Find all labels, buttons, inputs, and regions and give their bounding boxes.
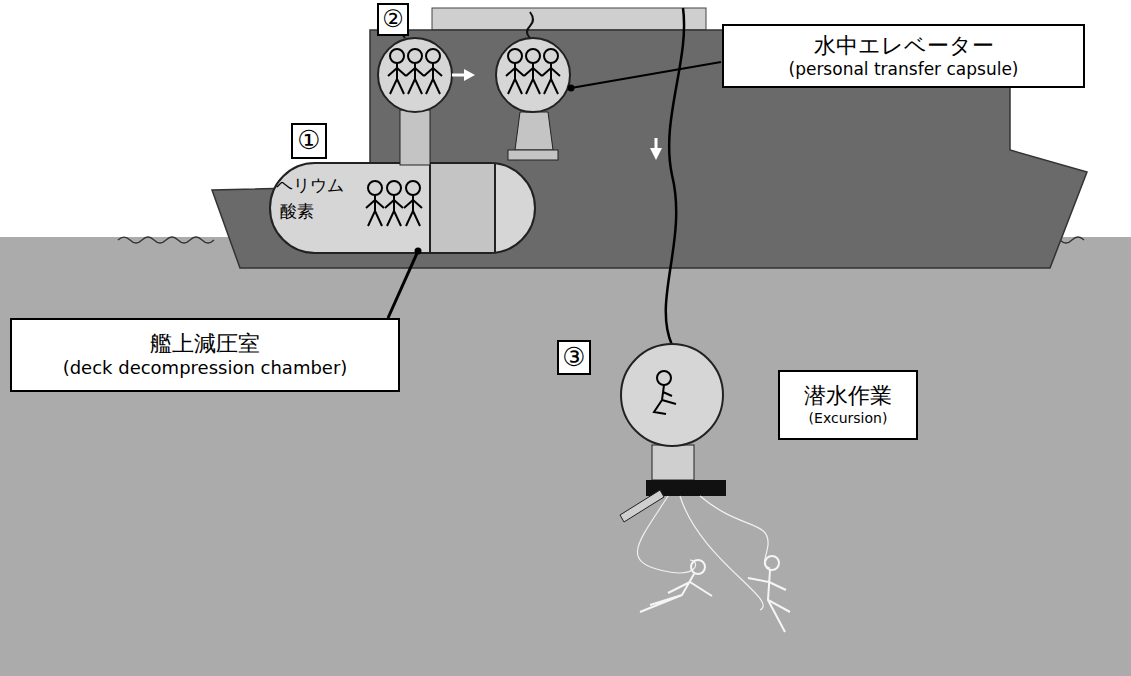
wave <box>118 237 214 243</box>
sea <box>0 237 1131 676</box>
ship-top <box>432 8 706 30</box>
person <box>424 49 442 94</box>
person <box>404 181 422 226</box>
capsule-plate <box>508 150 558 160</box>
move-arrow <box>464 69 475 81</box>
callout-number: ① <box>297 125 320 156</box>
capsule-base <box>515 112 553 150</box>
callout-number: ③ <box>557 340 591 375</box>
label-text: (Excursion) <box>809 410 888 427</box>
leader-line <box>388 251 418 318</box>
callout-number: ① <box>291 123 327 159</box>
capsule-neck <box>400 110 430 165</box>
person <box>506 49 524 94</box>
callout-number: ③ <box>562 342 585 373</box>
leader-line <box>571 62 721 88</box>
gas-label: ヘリウム <box>276 175 344 195</box>
leader-dot <box>568 85 575 92</box>
main-cable <box>666 8 684 345</box>
capsule <box>378 38 452 112</box>
label-text: 水中エレベーター <box>814 33 994 59</box>
label-box: 水中エレベーター(personal transfer capsule) <box>722 24 1085 88</box>
move-arrow <box>452 74 466 77</box>
person <box>654 385 676 414</box>
capsule <box>496 38 570 112</box>
person <box>542 49 560 94</box>
person <box>385 181 403 226</box>
leader-dot <box>415 248 422 255</box>
tool-pipe <box>620 490 664 522</box>
diver <box>640 560 712 612</box>
diver <box>748 556 790 632</box>
person <box>524 49 542 94</box>
callout-number: ② <box>377 3 409 36</box>
label-text: 艦上減圧室 <box>150 331 260 357</box>
move-arrow <box>650 148 662 160</box>
bell-neck <box>652 445 694 480</box>
chamber-lock <box>430 164 495 252</box>
gas-label: 酸素 <box>280 201 314 221</box>
label-text: (deck decompression chamber) <box>63 357 348 379</box>
callout-number: ② <box>382 5 404 34</box>
person <box>406 49 424 94</box>
umbilical <box>637 496 770 610</box>
label-box: 艦上減圧室(deck decompression chamber) <box>10 318 400 392</box>
person <box>657 371 671 385</box>
leader-connector <box>388 248 422 319</box>
diving-bell <box>621 344 723 446</box>
label-text: 潜水作業 <box>804 383 892 409</box>
cable <box>527 12 533 38</box>
chamber-wall <box>430 164 495 252</box>
person <box>366 181 384 226</box>
person <box>388 49 406 94</box>
label-text: (personal transfer capsule) <box>789 59 1019 79</box>
ship-hull <box>212 30 1087 268</box>
label-box: 潜水作業(Excursion) <box>778 370 918 440</box>
deck-chamber: ヘリウム酸素 <box>270 163 535 253</box>
deck-chamber <box>270 163 535 253</box>
